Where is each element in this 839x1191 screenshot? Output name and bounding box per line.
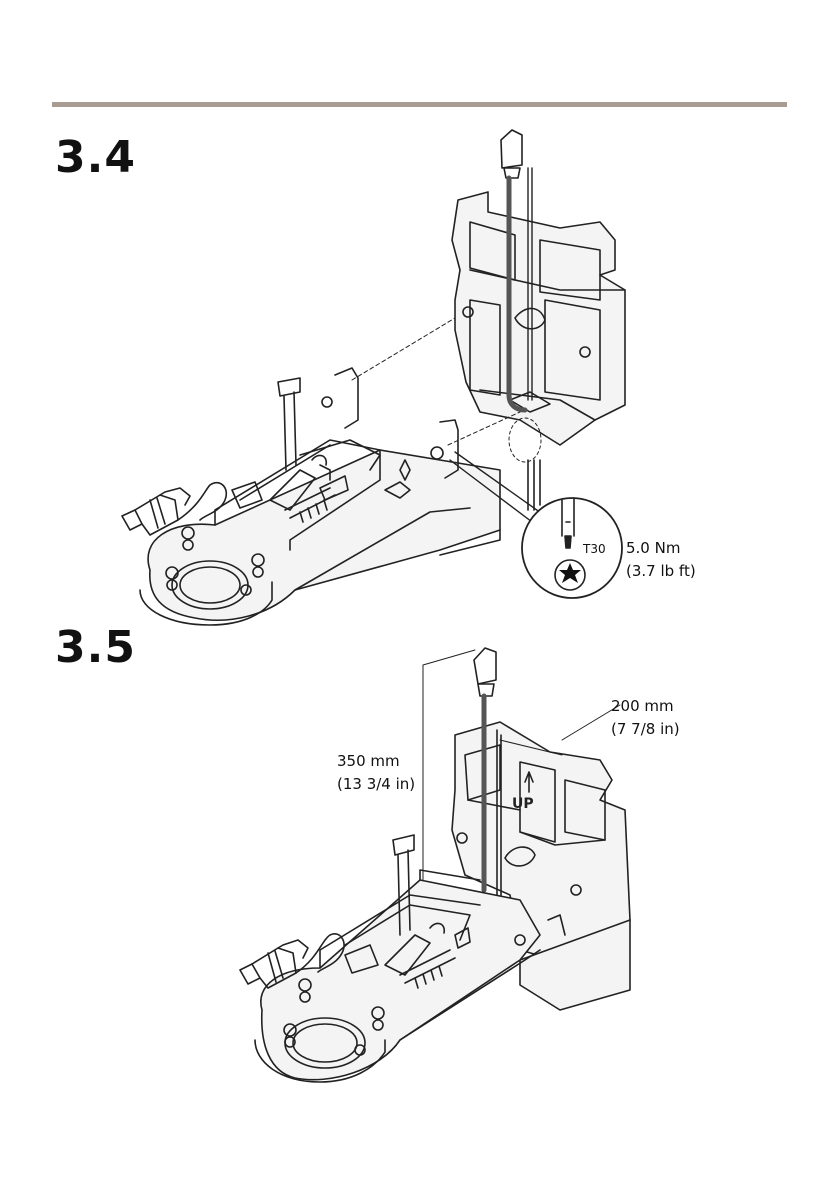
step-3-4-illustration: T30 5.0 Nm (3.7 lb ft)	[122, 130, 696, 625]
bracket-up-mark: UP	[512, 796, 534, 812]
arm-mount	[140, 368, 500, 625]
length-350-metric: 350 mm	[337, 752, 400, 770]
step-3-5-illustration: UP 350 mm (13 3/4 in) 200 mm (7 7/8 in)	[240, 648, 680, 1082]
length-200-imperial: (7 7/8 in)	[611, 720, 680, 738]
torque-value: 5.0 Nm	[626, 539, 680, 557]
wall-bracket	[452, 192, 625, 445]
tool-label: T30	[582, 542, 606, 556]
length-200-metric: 200 mm	[611, 697, 674, 715]
length-350-imperial: (13 3/4 in)	[337, 775, 415, 793]
torque-value-imperial: (3.7 lb ft)	[626, 562, 696, 580]
